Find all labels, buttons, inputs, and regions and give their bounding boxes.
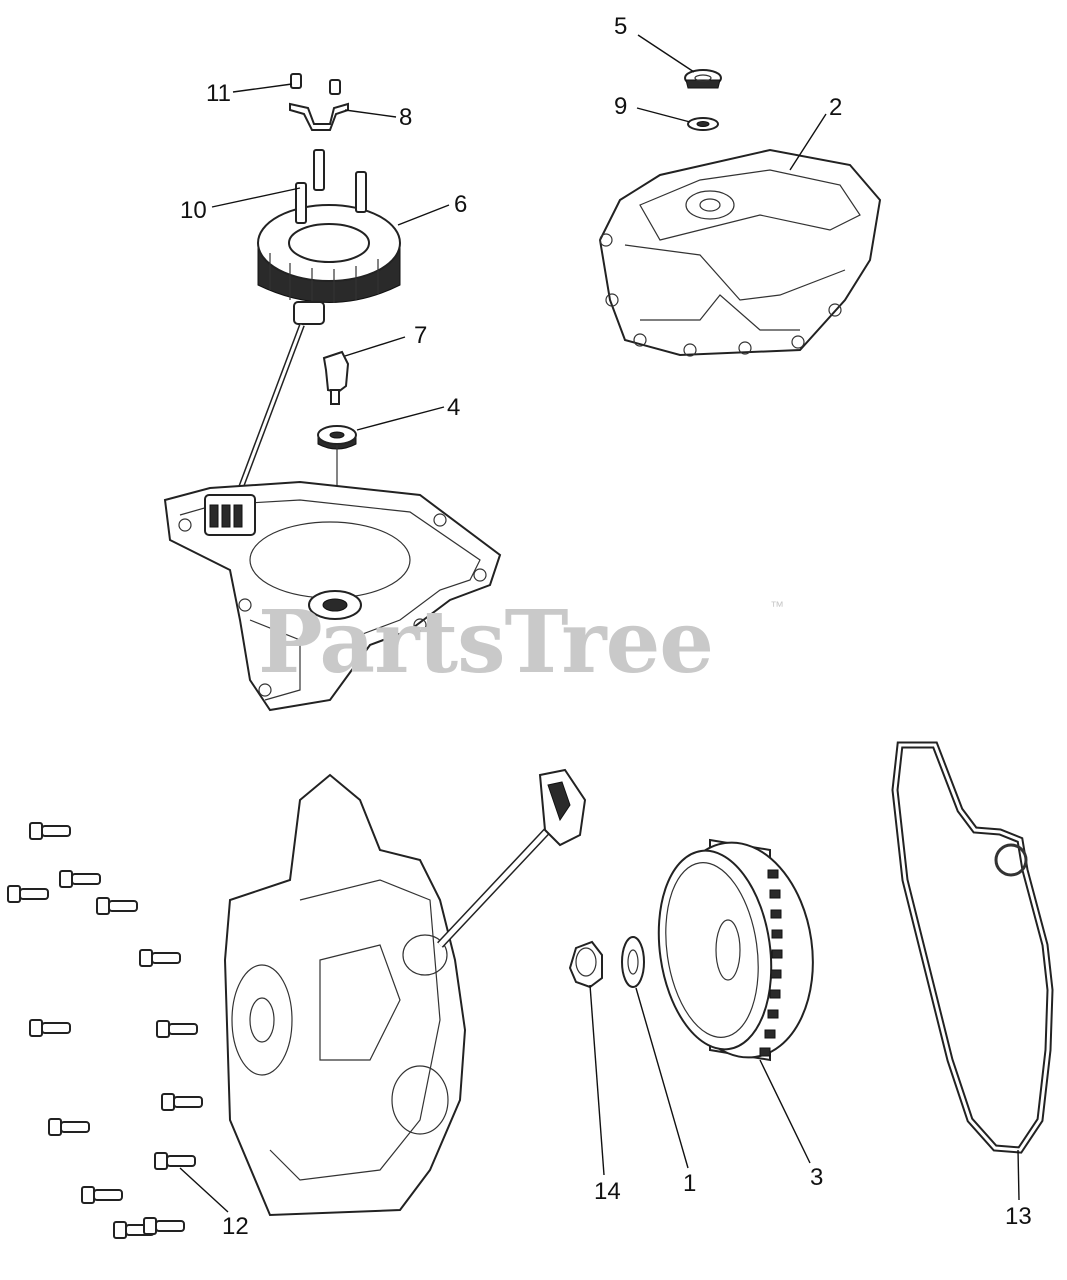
- callout-6[interactable]: 6: [454, 191, 468, 218]
- callout-5[interactable]: 5: [614, 13, 628, 40]
- stator-part[interactable]: [257, 204, 401, 325]
- stator-harness: [237, 323, 305, 492]
- callout-7[interactable]: 7: [414, 322, 428, 349]
- callout-1[interactable]: 1: [683, 1170, 697, 1197]
- gasket-part[interactable]: [891, 741, 1054, 1154]
- callout-10[interactable]: 10: [180, 197, 207, 224]
- watermark-text: PartsTree: [258, 592, 714, 693]
- callout-3[interactable]: 3: [810, 1164, 824, 1191]
- cover-part[interactable]: [598, 148, 882, 357]
- nut-part[interactable]: [568, 940, 603, 989]
- callout-9[interactable]: 9: [614, 93, 628, 120]
- washer-small-part[interactable]: [687, 117, 719, 131]
- bracket-part[interactable]: [289, 102, 349, 131]
- trademark-symbol: ™: [770, 598, 784, 614]
- callout-2[interactable]: 2: [829, 94, 843, 121]
- spacer-washer-part[interactable]: [317, 425, 357, 450]
- housing-part[interactable]: [163, 480, 502, 712]
- gear-case-harness: [437, 768, 587, 948]
- flywheel-part[interactable]: [647, 833, 827, 1067]
- callout-12[interactable]: 12: [222, 1213, 249, 1240]
- leader-lines: [179, 34, 1020, 1213]
- callout-11[interactable]: 11: [206, 80, 231, 107]
- grommet-part[interactable]: [684, 69, 722, 89]
- stator-bolts-part[interactable]: [295, 149, 367, 224]
- callout-4[interactable]: 4: [447, 394, 461, 421]
- callout-14[interactable]: 14: [594, 1178, 621, 1205]
- callout-8[interactable]: 8: [399, 104, 413, 131]
- flange-bolts-part[interactable]: [7, 822, 203, 1239]
- sensor-part[interactable]: [322, 350, 350, 405]
- flat-washer-part[interactable]: [621, 936, 645, 988]
- gear-case-part[interactable]: [223, 773, 467, 1217]
- bracket-screws-part[interactable]: [290, 73, 341, 95]
- callout-13[interactable]: 13: [1005, 1203, 1032, 1230]
